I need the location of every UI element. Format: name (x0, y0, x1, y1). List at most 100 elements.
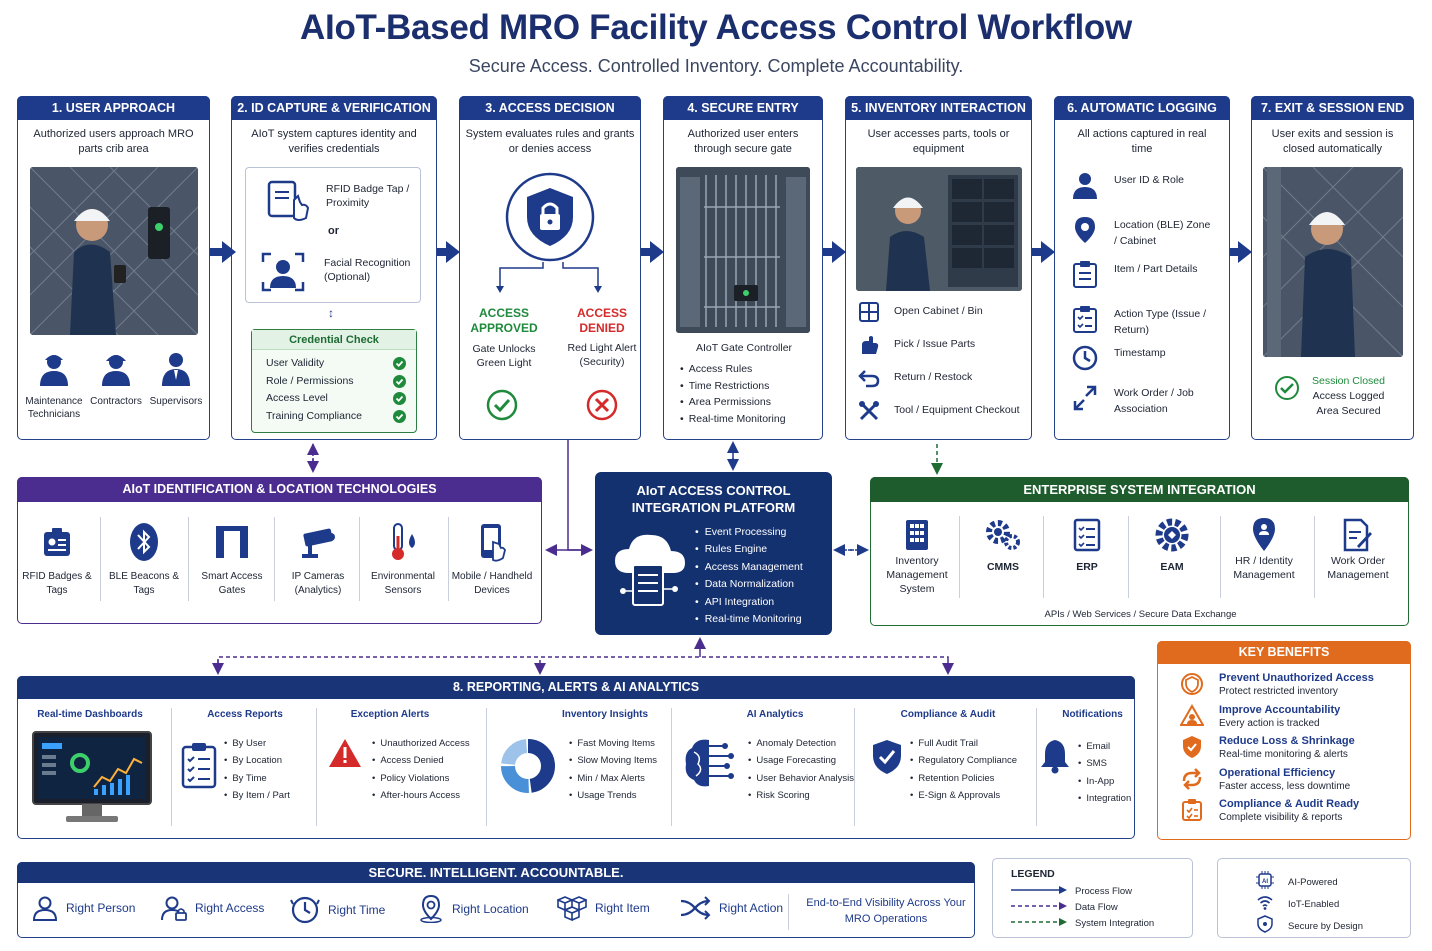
credential-check-item: Role / Permissions (266, 374, 354, 387)
step-automatic-logging: 6. AUTOMATIC LOGGING All actions capture… (1054, 96, 1230, 440)
step-description: System evaluates rules and grants or den… (465, 128, 635, 155)
x-circle-icon (586, 389, 618, 426)
benefit-title: Reduce Loss & Shrinkage (1219, 735, 1355, 747)
ai-chip-icon: AI (1256, 871, 1274, 894)
person-icon (32, 895, 58, 921)
badge-label: AI-Powered (1288, 877, 1338, 888)
report-list-item: Unauthorized Access (372, 735, 469, 752)
facial-recognition-icon (260, 250, 306, 299)
orange-shield-icon (1180, 735, 1204, 764)
wifi-icon (1256, 893, 1274, 916)
divider (171, 708, 172, 826)
gate-feature-item: Area Permissions (680, 394, 786, 411)
check-circle-icon (486, 389, 518, 426)
divider (486, 708, 487, 826)
divider (1043, 516, 1044, 598)
contractor-icon (98, 350, 134, 391)
supervisor-icon (158, 350, 194, 391)
step-secure-entry: 4. SECURE ENTRY Authorized user enters t… (663, 96, 823, 440)
step-description: User exits and session is closed automat… (1271, 128, 1394, 155)
report-section-title: Notifications (1062, 709, 1123, 720)
credential-check-item: Access Level (266, 392, 328, 404)
clipboard-report-icon (181, 741, 217, 794)
footer-item-label: Right Action (719, 901, 784, 915)
warning-icon (328, 738, 362, 773)
gate-controller-label: AIoT Gate Controller (695, 342, 793, 354)
enterprise-item-label: HR / Identity Management (1233, 555, 1295, 581)
mobile-device-icon (472, 522, 512, 562)
clock-icon (1072, 344, 1098, 377)
report-list-item: Integration (1078, 790, 1131, 807)
hand-pick-icon (858, 334, 880, 361)
thermometer-icon (383, 522, 423, 562)
report-list-item: Access Denied (372, 752, 470, 769)
shield-badge-icon (1256, 915, 1274, 938)
tech-item-label: Smart Access Gates (201, 571, 263, 596)
gate-feature-item: Real-time Monitoring (680, 411, 786, 428)
shuffle-icon (679, 895, 711, 921)
step-title: 7. EXIT & SESSION END (1251, 96, 1414, 120)
enterprise-item-label: Work Order Management (1327, 555, 1389, 581)
report-list-item: By Time (224, 770, 290, 787)
cloud-platform-icon (611, 527, 687, 612)
access-lock-user-icon (161, 895, 187, 921)
divider (1314, 516, 1315, 598)
dashboard-monitor-icon (32, 731, 152, 830)
divider (359, 517, 360, 601)
erp-checklist-icon (1067, 516, 1107, 554)
platform-item: API Integration (695, 594, 803, 611)
green-check-icon (393, 409, 406, 428)
step-description: Authorized user enters through secure ga… (687, 128, 799, 155)
step-user-approach: 1. USER APPROACH Authorized users approa… (17, 96, 210, 440)
benefit-subtitle: Faster access, less downtime (1219, 780, 1351, 792)
report-list-item: Slow Moving Items (569, 752, 657, 769)
step-title: 2. ID CAPTURE & VERIFICATION (231, 96, 437, 120)
badge-label: Secure by Design (1288, 921, 1363, 932)
step-description: AIoT system captures identity and verifi… (251, 128, 417, 155)
decision-arrows (488, 260, 618, 301)
reporting-title: 8. REPORTING, ALERTS & AI ANALYTICS (17, 676, 1135, 699)
footer-item-label: Right Time (328, 903, 386, 917)
enterprise-item-label: ERP (1076, 561, 1098, 573)
tools-icon (858, 400, 880, 427)
divider (959, 516, 960, 598)
benefit-subtitle: Complete visibility & reports (1219, 812, 1343, 823)
denied-note: Red Light Alert (Security) (567, 342, 637, 368)
shield-ring-icon (1180, 672, 1204, 701)
log-item-label: Action Type (Issue / Return) (1114, 308, 1207, 336)
divider (188, 517, 189, 601)
green-check-icon (393, 374, 406, 393)
technician-icon (36, 350, 72, 391)
step-title: 4. SECURE ENTRY (663, 96, 823, 120)
cabinet-icon (858, 301, 880, 328)
shield-check-icon (872, 739, 902, 780)
report-list-item: Fast Moving Items (569, 735, 657, 752)
platform-item: Real-time Monitoring (695, 611, 803, 628)
inventory-action-label: Pick / Issue Parts (894, 338, 976, 350)
shield-lock-icon (505, 172, 595, 267)
footer-title: SECURE. INTELLIGENT. ACCOUNTABLE. (17, 862, 975, 883)
tech-item-label: IP Cameras (Analytics) (291, 571, 345, 596)
report-list-item: Min / Max Alerts (569, 770, 657, 787)
footer-item: Right Person (32, 895, 135, 921)
report-section-title: Real-time Dashboards (37, 709, 143, 720)
platform-title: AIoT ACCESS CONTROL INTEGRATION PLATFORM (631, 483, 796, 515)
camera-icon (298, 522, 338, 562)
report-list-item: Usage Forecasting (748, 752, 854, 769)
alert-user-icon (1179, 703, 1205, 733)
report-list-item: Policy Violations (372, 770, 470, 787)
report-list-item: User Behavior Analysis (748, 770, 854, 787)
enterprise-item-label: CMMS (986, 561, 1020, 573)
access-approved-label: ACCESS APPROVED (470, 306, 538, 335)
step-title: 5. INVENTORY INTERACTION (845, 96, 1032, 120)
area-secured-label: Area Secured (1316, 405, 1381, 417)
footer-item-label: Right Person (66, 901, 136, 915)
legend-lines (1011, 886, 1067, 926)
report-section-title: Compliance & Audit (900, 709, 996, 720)
enterprise-title: ENTERPRISE SYSTEM INTEGRATION (870, 477, 1409, 502)
legend-item: Process Flow (1075, 886, 1133, 897)
legend-item: System Integration (1075, 918, 1155, 929)
session-closed-label: Session Closed (1312, 375, 1385, 387)
